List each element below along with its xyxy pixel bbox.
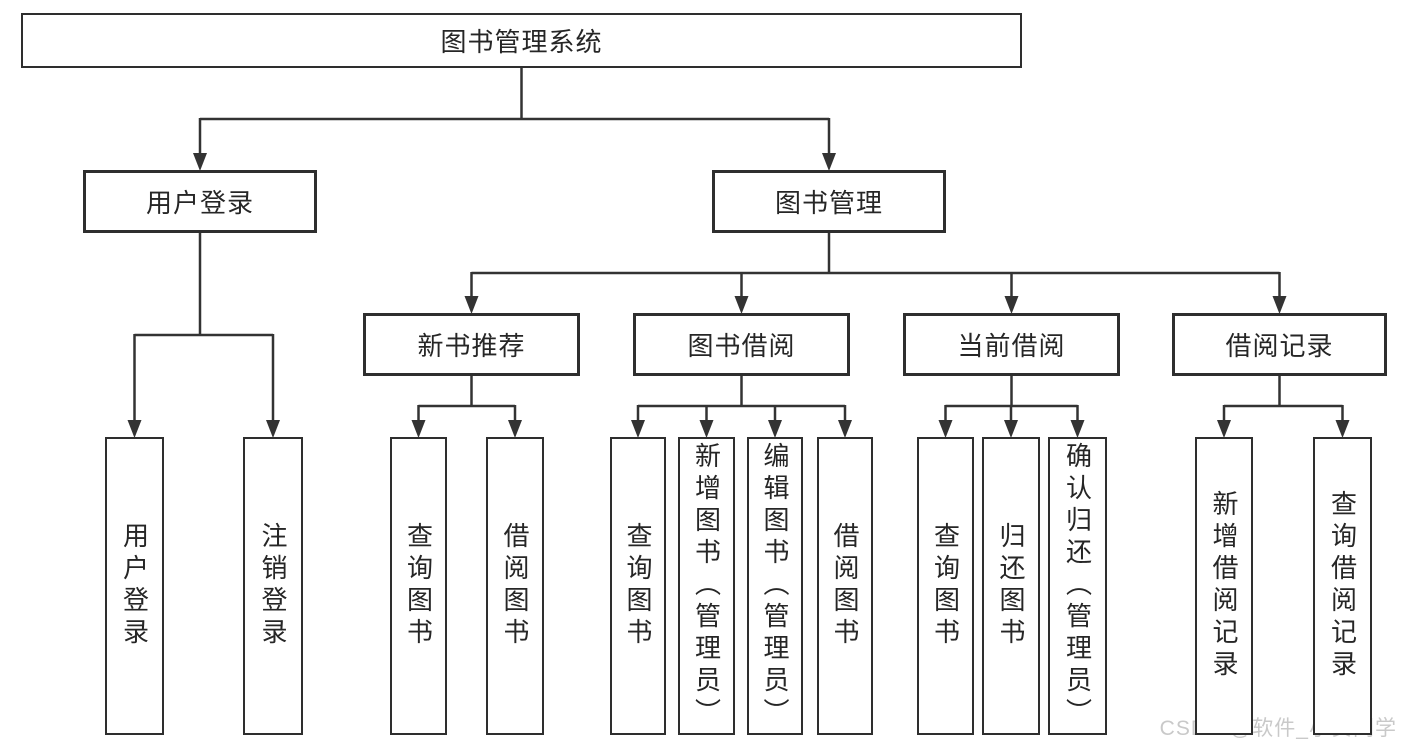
node-label: 确认归还（管理员）: [1062, 442, 1093, 730]
node-label: 编辑图书（管理员）: [760, 442, 790, 730]
node-leaf-logout: 注销登录: [243, 437, 303, 735]
node-label: 借阅图书: [500, 522, 530, 650]
node-leaf-cb-query: 查询图书: [917, 437, 974, 735]
arrowhead: [838, 420, 852, 438]
node-new-book-rec: 新书推荐: [363, 313, 580, 376]
node-label: 借阅记录: [1225, 331, 1334, 361]
arrowhead: [1004, 420, 1018, 438]
node-label: 用户登录: [119, 522, 150, 650]
node-leaf-bb-add: 新增图书（管理员）: [678, 437, 735, 735]
node-label: 查询借阅记录: [1327, 490, 1358, 682]
arrowhead: [768, 420, 782, 438]
node-leaf-nb-query: 查询图书: [390, 437, 447, 735]
arrowhead: [734, 296, 749, 314]
arrowhead: [699, 420, 714, 438]
node-label: 新增图书（管理员）: [691, 442, 722, 730]
connector-user-login: [127, 232, 280, 438]
node-label: 新增借阅记录: [1209, 490, 1239, 682]
node-book-mgmt: 图书管理: [712, 170, 946, 233]
node-leaf-bb-edit: 编辑图书（管理员）: [747, 437, 803, 735]
arrowhead: [631, 420, 645, 438]
arrowhead: [1272, 296, 1287, 314]
arrowhead: [127, 420, 142, 438]
node-label: 图书管理: [774, 188, 883, 218]
arrowhead: [411, 420, 426, 438]
connector-borrow-records: [1217, 375, 1350, 438]
node-borrow-records: 借阅记录: [1172, 313, 1387, 376]
node-label: 归还图书: [996, 522, 1026, 650]
connector-book-mgmt: [464, 232, 1287, 314]
node-leaf-cb-confirm: 确认归还（管理员）: [1048, 437, 1107, 735]
node-current-borrow: 当前借阅: [903, 313, 1120, 376]
arrowhead: [508, 420, 522, 438]
node-label: 当前借阅: [957, 331, 1066, 361]
node-leaf-bb-borrow: 借阅图书: [817, 437, 873, 735]
arrowhead: [938, 420, 953, 438]
node-leaf-br-query: 查询借阅记录: [1313, 437, 1372, 735]
arrowhead: [193, 153, 207, 171]
connector-root: [193, 67, 836, 171]
arrowhead: [1004, 296, 1019, 314]
node-book-borrow: 图书借阅: [633, 313, 850, 376]
node-leaf-br-add: 新增借阅记录: [1195, 437, 1253, 735]
arrowhead: [1217, 420, 1231, 438]
node-leaf-nb-borrow: 借阅图书: [486, 437, 544, 735]
arrowhead: [822, 153, 836, 171]
arrowhead: [464, 296, 479, 314]
node-label: 用户登录: [145, 188, 254, 218]
node-label: 注销登录: [258, 522, 288, 650]
connector-new-book-rec: [411, 375, 522, 438]
node-label: 查询图书: [623, 522, 653, 650]
node-leaf-user-login: 用户登录: [105, 437, 164, 735]
arrowhead: [1070, 420, 1085, 438]
arrowhead: [266, 420, 280, 438]
node-label: 借阅图书: [830, 522, 860, 650]
node-label: 新书推荐: [417, 331, 526, 361]
arrowhead: [1335, 420, 1350, 438]
node-label: 查询图书: [403, 522, 434, 650]
node-label: 图书借阅: [687, 331, 796, 361]
node-user-login: 用户登录: [83, 170, 317, 233]
connector-book-borrow: [631, 375, 852, 438]
node-label: 图书管理系统: [440, 27, 603, 57]
node-label: 查询图书: [930, 522, 961, 650]
node-root: 图书管理系统: [21, 13, 1022, 68]
connector-current-borrow: [938, 375, 1085, 438]
node-leaf-cb-return: 归还图书: [982, 437, 1040, 735]
node-leaf-bb-query: 查询图书: [610, 437, 666, 735]
